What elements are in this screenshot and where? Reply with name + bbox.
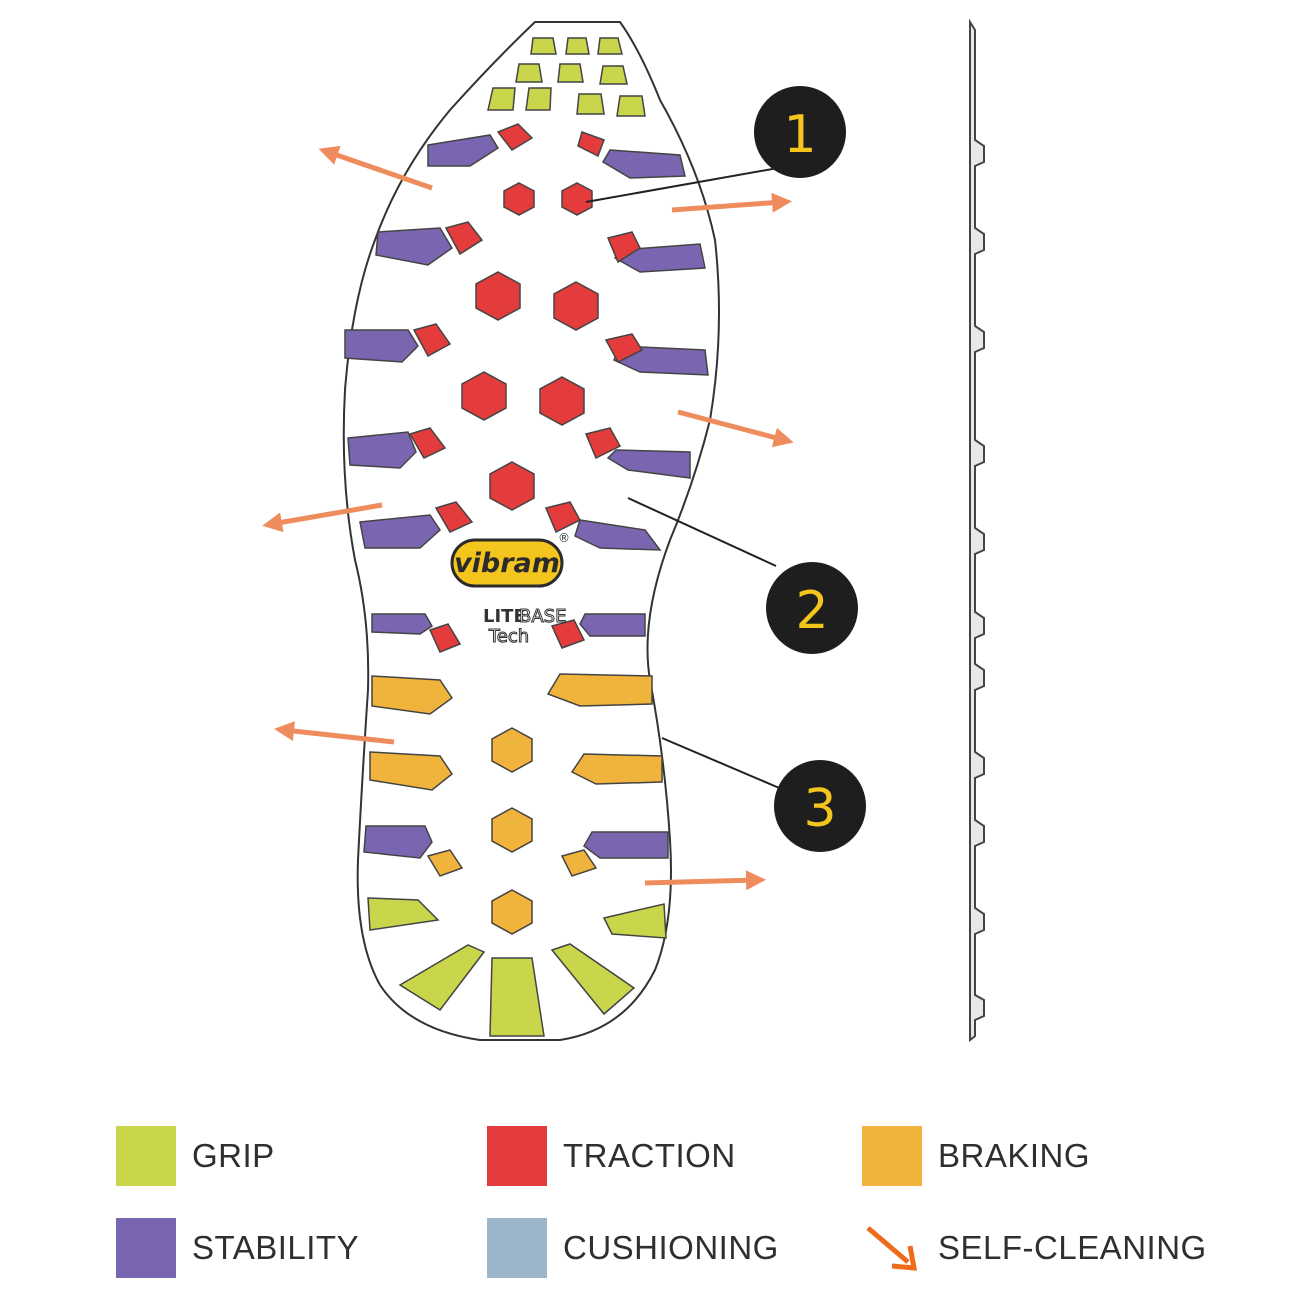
- vibram-brand-text: vibram: [454, 548, 560, 579]
- litebase-lite-text: LITE: [483, 606, 526, 627]
- arrow-icon: [866, 1226, 918, 1271]
- sole-diagram: 1 2 3 vibram ® LITE BASE Tech: [262, 18, 985, 1043]
- vibram-logo: vibram ®: [450, 531, 570, 588]
- callout-3-number: 3: [803, 779, 836, 839]
- legend: GRIP TRACTION BRAKING STABILITY CUSHIONI…: [0, 1100, 1299, 1299]
- litebase-label: LITE BASE Tech: [483, 606, 567, 648]
- callout-1-number: 1: [783, 105, 816, 165]
- braking-lugs: [369, 673, 663, 877]
- legend-item-grip: GRIP: [116, 1126, 275, 1186]
- stability-lugs: [344, 134, 709, 859]
- self-cleaning-arrows: [262, 145, 794, 891]
- legend-item-traction: TRACTION: [487, 1126, 736, 1186]
- callout-2: 2: [766, 562, 858, 654]
- legend-label-stability: STABILITY: [192, 1229, 360, 1266]
- cushioning-swatch: [487, 1218, 547, 1278]
- legend-item-self-cleaning: SELF-CLEANING: [862, 1218, 1207, 1278]
- traction-hexagons: [461, 182, 599, 511]
- legend-label-grip: GRIP: [192, 1137, 275, 1174]
- legend-item-braking: BRAKING: [862, 1126, 1090, 1186]
- braking-swatch: [862, 1126, 922, 1186]
- grip-toe-blocks: [487, 37, 646, 117]
- legend-label-braking: BRAKING: [938, 1137, 1091, 1174]
- braking-hexagons: [491, 727, 533, 935]
- traction-lugs: [408, 123, 644, 653]
- legend-label-cushioning: CUSHIONING: [563, 1229, 779, 1266]
- grip-heel-lugs: [367, 897, 667, 1037]
- registered-mark: ®: [558, 531, 570, 545]
- callout-2-number: 2: [795, 581, 828, 641]
- legend-label-self-cleaning: SELF-CLEANING: [938, 1229, 1207, 1266]
- legend-item-cushioning: CUSHIONING: [487, 1218, 779, 1278]
- callout-1: 1: [754, 86, 846, 178]
- grip-swatch: [116, 1126, 176, 1186]
- callout-3: 3: [774, 760, 866, 852]
- stability-swatch: [116, 1218, 176, 1278]
- callout-leaders: [585, 167, 785, 791]
- sole-side-profile: [969, 18, 985, 1043]
- litebase-tech-text: Tech: [488, 626, 529, 647]
- traction-swatch: [487, 1126, 547, 1186]
- legend-item-stability: STABILITY: [116, 1218, 359, 1278]
- legend-label-traction: TRACTION: [563, 1137, 736, 1174]
- litebase-base-text: BASE: [519, 606, 566, 627]
